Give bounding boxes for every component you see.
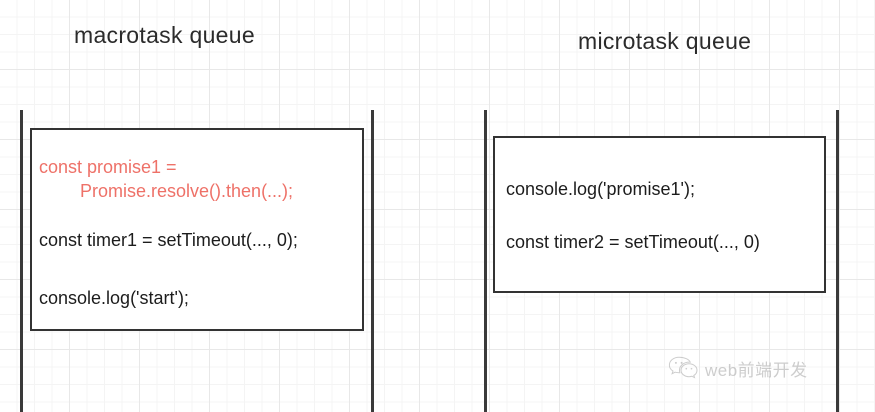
wechat-icon: [668, 356, 698, 379]
code-line: const promise1 =: [39, 157, 177, 177]
macrotask-queue-rail-right: [371, 110, 374, 412]
code-line: console.log('start');: [39, 288, 189, 308]
macrotask-queue-title: macrotask queue: [74, 22, 255, 48]
microtask-queue-title: microtask queue: [578, 28, 752, 54]
watermark-label: web前端开发: [705, 360, 808, 380]
code-line: console.log('promise1');: [506, 179, 695, 199]
code-line: Promise.resolve().then(...);: [80, 181, 294, 201]
microtask-code-box: console.log('promise1'); const timer2 = …: [493, 136, 826, 293]
microtask-queue-rail-right: [836, 110, 839, 412]
microtask-code-lines: console.log('promise1'); const timer2 = …: [495, 138, 824, 291]
microtask-queue-rail-left: [484, 110, 487, 412]
macrotask-code-box: const promise1 = Promise.resolve().then(…: [30, 128, 364, 331]
code-line: const timer1 = setTimeout(..., 0);: [39, 230, 298, 250]
macrotask-code-lines: const promise1 = Promise.resolve().then(…: [32, 130, 362, 329]
code-line: const timer2 = setTimeout(..., 0): [506, 232, 760, 252]
macrotask-queue-rail-left: [20, 110, 23, 412]
watermark: web前端开发: [668, 355, 808, 381]
